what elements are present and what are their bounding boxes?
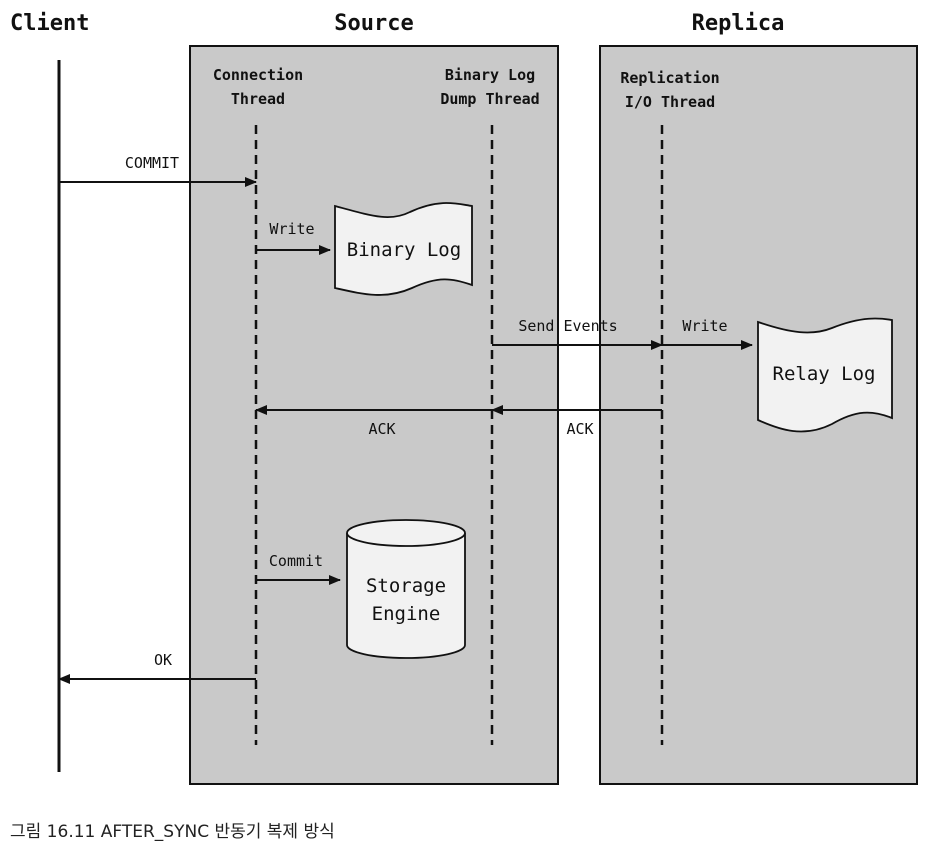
storage-engine-store (346, 519, 466, 659)
connection-thread-label-1: Connection (213, 66, 303, 84)
source-box (189, 45, 559, 785)
ack-source-label: ACK (368, 420, 395, 438)
ack-replica-label: ACK (566, 420, 593, 438)
storage-engine-label-2: Engine (372, 603, 441, 625)
write-binlog-label: Write (269, 220, 314, 238)
dump-thread-label-1: Binary Log (445, 66, 535, 84)
client-header: Client (10, 11, 89, 36)
dump-thread-label-2: Dump Thread (440, 90, 539, 108)
relay-log-label: Relay Log (773, 363, 876, 385)
binary-log-label: Binary Log (347, 239, 461, 261)
replica-header: Replica (692, 11, 785, 36)
replication-diagram: Client Source Replica Connection Thread … (10, 11, 918, 785)
commit-arrow-label: COMMIT (125, 154, 179, 172)
binary-log-store (334, 202, 473, 296)
write-relay-label: Write (682, 317, 727, 335)
io-thread-label-1: Replication (620, 69, 719, 87)
connection-thread-label-2: Thread (231, 90, 285, 108)
source-header: Source (334, 11, 413, 36)
io-thread-label-2: I/O Thread (625, 93, 715, 111)
figure-caption: 그림 16.11 AFTER_SYNC 반동기 복제 방식 (10, 822, 335, 842)
ok-label: OK (154, 651, 172, 669)
storage-engine-label-1: Storage (366, 575, 446, 597)
send-events-label: Send Events (518, 317, 617, 335)
commit-engine-label: Commit (269, 552, 323, 570)
relay-log-store (757, 317, 893, 433)
